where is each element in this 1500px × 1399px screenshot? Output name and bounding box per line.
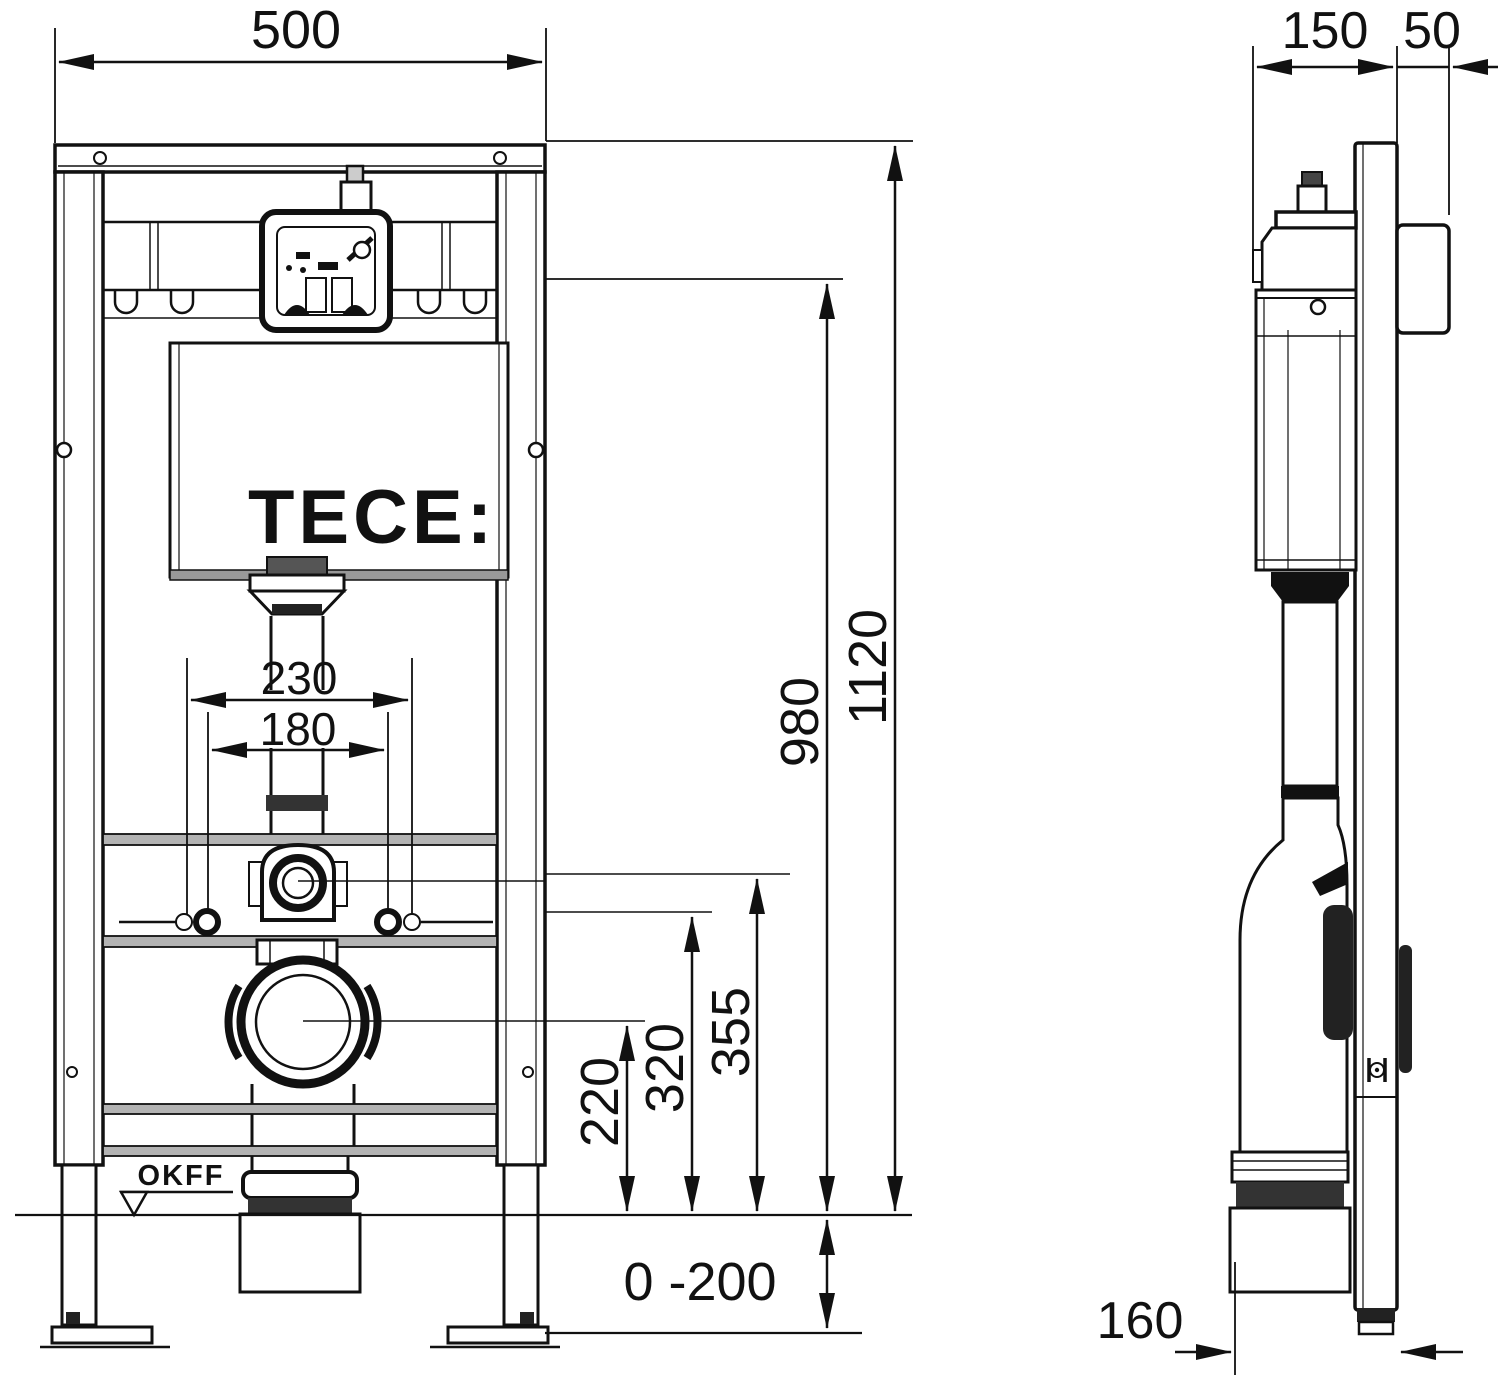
dim-height-980: 980 xyxy=(770,283,835,1212)
okff-label: OKFF xyxy=(138,1160,225,1192)
flush-bend xyxy=(246,556,348,834)
front-dimensions: 500 1120 980 355 320 xyxy=(54,0,913,1329)
dim-230-label: 230 xyxy=(261,652,338,704)
drain-outlet xyxy=(224,938,382,1294)
dim-width-500: 500 xyxy=(54,0,547,143)
side-flush-pipe xyxy=(1228,600,1353,1294)
dim-height-355: 355 xyxy=(701,878,765,1212)
hanger-hook-icon xyxy=(462,290,488,315)
cistern: TECE: xyxy=(168,341,510,581)
dim-depth-150: 150 xyxy=(1252,2,1398,283)
level-triangle-icon xyxy=(118,1190,150,1218)
dim-height-1120: 1120 xyxy=(838,145,903,1212)
hanger-hook-icon xyxy=(113,290,139,315)
dim-outlet-230: 230 xyxy=(186,652,413,914)
side-cistern xyxy=(1252,171,1358,602)
dim-1120-label: 1120 xyxy=(838,609,898,725)
screw-icon xyxy=(66,1066,78,1078)
dim-220-label: 220 xyxy=(570,1057,630,1147)
hanger-hook-icon xyxy=(169,290,195,315)
dim-180-label: 180 xyxy=(260,703,337,755)
dim-offset-160: 160 xyxy=(1097,1262,1463,1375)
dim-height-220: 220 xyxy=(570,1025,635,1212)
dim-outlet-180: 180 xyxy=(207,703,389,914)
wall-bracket xyxy=(1395,223,1451,335)
hanger-hook-icon xyxy=(416,290,442,315)
dim-355-label: 355 xyxy=(701,987,761,1077)
dim-height-320: 320 xyxy=(635,916,700,1212)
side-view xyxy=(1228,141,1451,1336)
dim-500-label: 500 xyxy=(251,0,341,60)
dim-980-label: 980 xyxy=(770,677,830,767)
inlet-elbow xyxy=(248,842,546,922)
dim-50-label: 50 xyxy=(1403,2,1461,60)
screw-icon xyxy=(493,151,507,165)
front-legs xyxy=(40,1163,560,1349)
dim-leg-adjust: 0 -200 xyxy=(623,1219,835,1329)
screw-icon xyxy=(522,1066,534,1078)
dim-150-label: 150 xyxy=(1282,2,1369,60)
foot-plate xyxy=(446,1325,550,1345)
side-rail xyxy=(1353,141,1451,1336)
floor-marker: OKFF xyxy=(118,1160,233,1218)
screw-icon xyxy=(527,441,545,459)
screw-icon xyxy=(55,441,73,459)
dim-160-label: 160 xyxy=(1097,1292,1184,1350)
front-view: TECE: xyxy=(15,143,912,1349)
tece-logo: TECE: xyxy=(248,475,496,560)
dim-0-200-label: 0 -200 xyxy=(623,1252,776,1312)
pipe-clamp-icon xyxy=(1367,1058,1387,1082)
flush-unit xyxy=(259,164,393,333)
screw-icon xyxy=(93,151,107,165)
fixing-rods xyxy=(119,908,493,936)
foot-plate xyxy=(50,1325,154,1345)
dim-depth-50: 50 xyxy=(1397,2,1498,215)
dim-320-label: 320 xyxy=(635,1023,695,1113)
side-dimensions: 150 50 160 xyxy=(1097,2,1498,1375)
